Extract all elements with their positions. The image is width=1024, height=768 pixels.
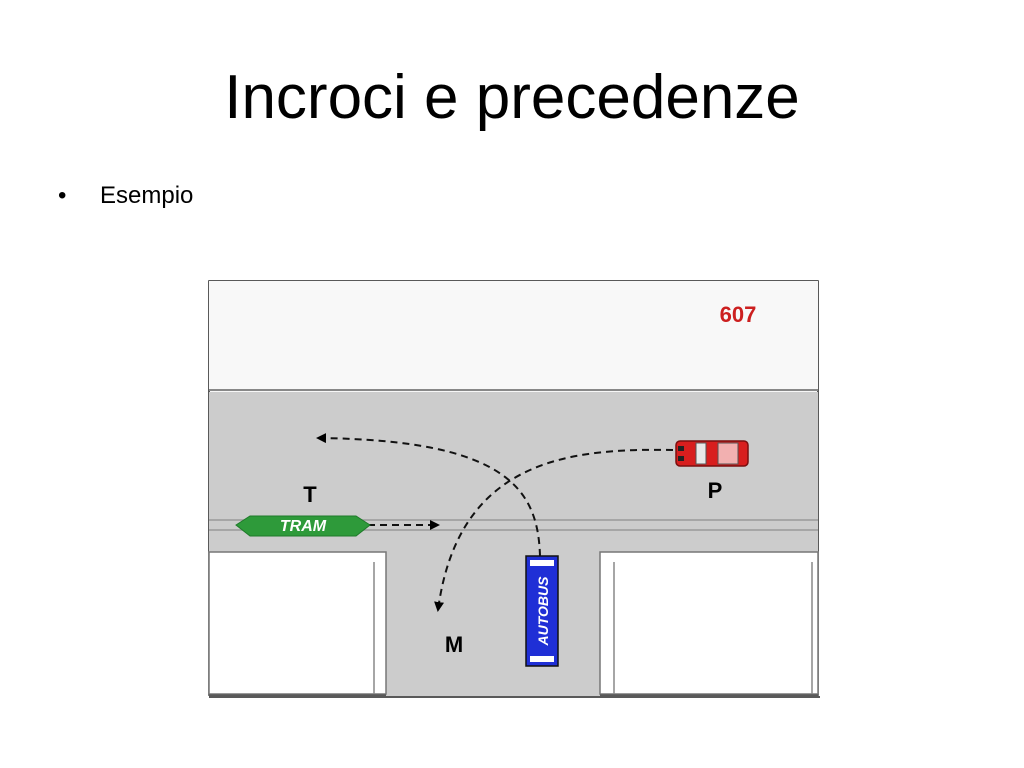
top-sidewalk: [209, 281, 818, 390]
car-vehicle: [675, 440, 749, 467]
side-road: [386, 550, 600, 696]
bus-label: AUTOBUS: [535, 576, 551, 647]
bullet-text: Esempio: [100, 182, 194, 209]
bottom-right-block: [599, 551, 819, 695]
motorcycle-letter: M: [445, 632, 463, 657]
bus-path-arrow: [316, 433, 541, 557]
tram-vehicle: TRAM: [235, 515, 371, 537]
bullet-list: • Esempio: [58, 180, 193, 212]
figure-number: 607: [720, 302, 757, 327]
tram-letter: T: [303, 482, 317, 507]
bullet-item: • Esempio: [58, 180, 193, 212]
car-path-arrow: [434, 448, 674, 612]
bottom-left-block: [208, 551, 387, 695]
car-letter: P: [708, 478, 723, 503]
bullet-dot-icon: •: [58, 182, 67, 209]
bus-vehicle: AUTOBUS: [525, 555, 559, 667]
slide-title: Incroci e precedenze: [224, 63, 800, 132]
tram-label: TRAM: [280, 518, 327, 535]
intersection-diagram: TRAM T P AUTOBUS M 607: [208, 280, 820, 700]
